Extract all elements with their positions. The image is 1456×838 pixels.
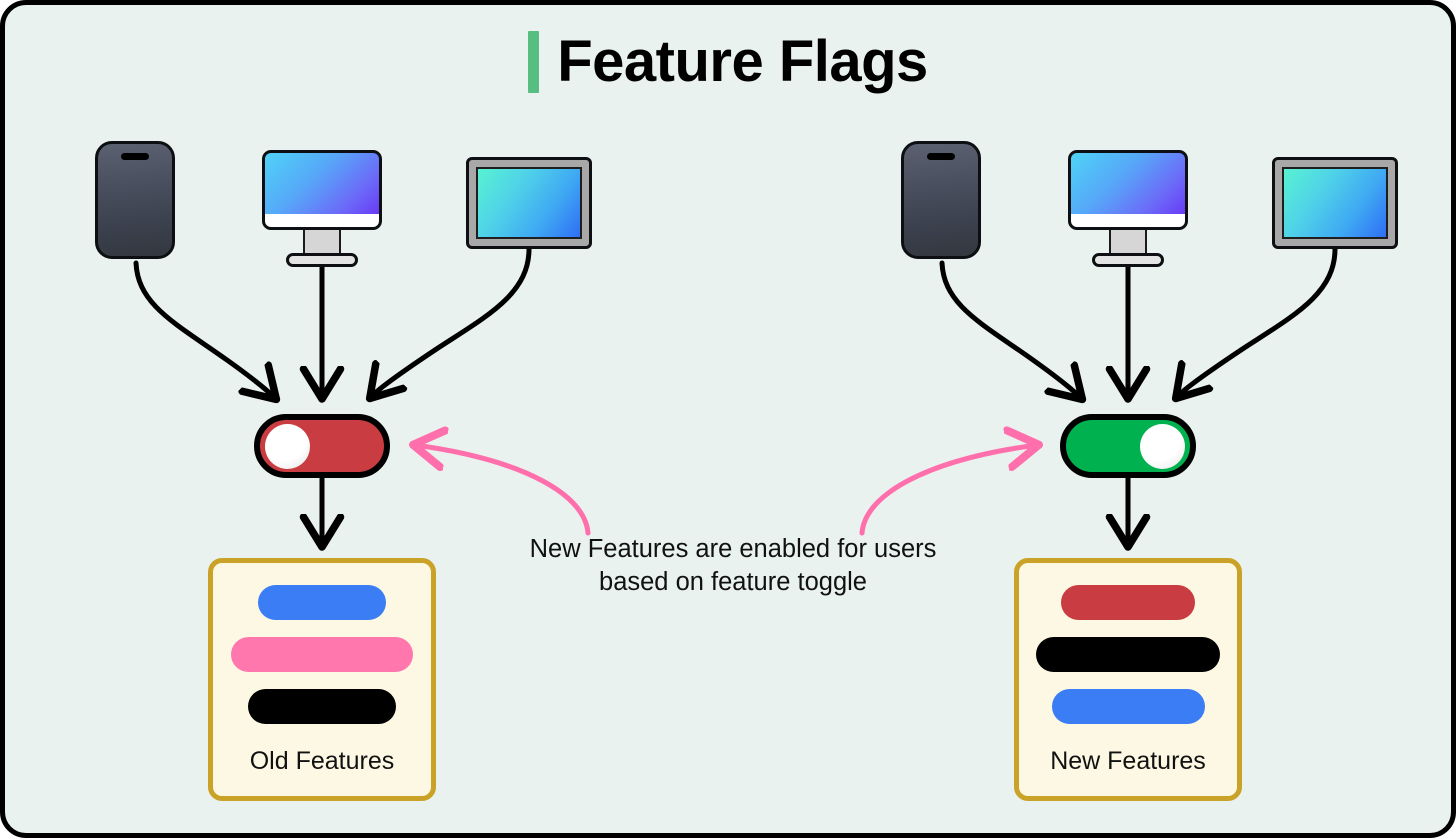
feature-bar — [1061, 585, 1195, 620]
phone-notch-icon — [121, 153, 149, 160]
caption-line-1: New Features are enabled for users — [529, 535, 937, 563]
feature-bar — [258, 585, 386, 620]
monitor-neck — [1109, 230, 1147, 253]
new-features-label: New Features — [1050, 747, 1206, 775]
caption-text: New Features are enabled for users based… — [483, 533, 983, 599]
feature-bar — [1036, 637, 1220, 672]
desktop-monitor-device — [1068, 150, 1188, 267]
feature-bar — [1051, 689, 1205, 724]
new-features-card: New Features — [1014, 558, 1242, 801]
monitor-base — [286, 253, 358, 267]
toggle-knob[interactable] — [1140, 423, 1185, 469]
desktop-monitor-device — [262, 150, 382, 267]
monitor-screen — [262, 150, 382, 230]
phone-device — [901, 141, 981, 259]
toggle-knob[interactable] — [265, 423, 310, 469]
tv-display-device — [466, 157, 592, 249]
phone-device — [95, 141, 175, 259]
tv-screen — [1282, 167, 1388, 239]
title-accent-bar — [528, 31, 540, 93]
monitor-screen — [1068, 150, 1188, 230]
tv-display-device — [1272, 157, 1398, 249]
feature-bar — [248, 689, 396, 724]
feature-bar — [231, 637, 413, 672]
monitor-neck — [303, 230, 341, 253]
feature-toggle-off[interactable] — [254, 414, 390, 478]
monitor-base — [1092, 253, 1164, 267]
caption-line-2: based on feature toggle — [599, 568, 867, 596]
page-title: Feature Flags — [5, 31, 1451, 93]
feature-toggle-on[interactable] — [1060, 414, 1196, 478]
phone-notch-icon — [927, 153, 955, 160]
tv-screen — [476, 167, 582, 239]
old-features-label: Old Features — [249, 747, 395, 775]
title-text: Feature Flags — [557, 29, 928, 94]
old-features-card: Old Features — [208, 558, 436, 801]
